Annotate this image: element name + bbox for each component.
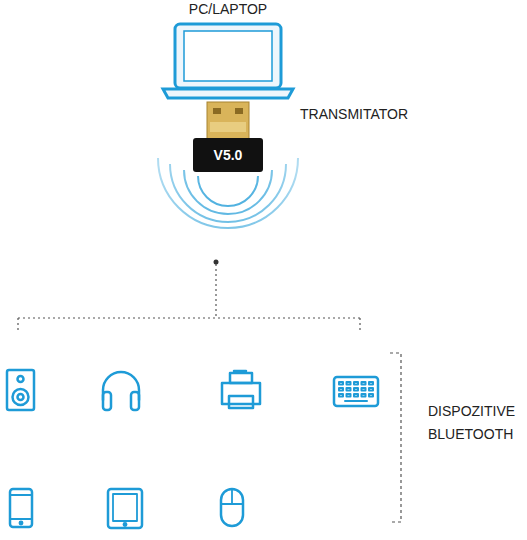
mouse-icon [221,489,243,526]
usb-contact [213,108,221,114]
dotted-line [215,264,216,318]
laptop-screen [175,24,281,88]
tablet-screen [113,494,137,521]
key [362,394,366,397]
speaker-icon [7,370,34,410]
tablet-icon [108,489,142,528]
key [369,388,373,391]
wave-arc [198,176,258,206]
key [339,388,343,391]
key [354,394,358,397]
transmitter-label: TRANSMITATOR [300,103,430,126]
tablet-button [124,523,126,525]
usb-contact [235,108,243,114]
laptop-base [163,89,293,98]
dotted-tree [18,264,360,333]
dotted-line [18,317,360,318]
category-label: DISPOZITIVE BLUETOOTH [428,400,526,446]
key [369,394,373,397]
spacebar [345,400,367,402]
key [369,382,373,385]
node-text: PC/LAPTOP [156,0,300,18]
tablet-body [108,489,142,528]
earcup [103,392,111,410]
mouse-body [221,489,243,526]
speaker-woofer [13,389,29,405]
junction-dot [214,260,219,265]
speaker-cone [18,394,24,400]
phone-bezel [10,495,32,519]
speaker-tweeter [18,376,24,382]
keyboard-icon [334,377,378,406]
headband [103,372,139,400]
key [362,382,366,385]
headphones-icon [103,372,139,410]
key [339,382,343,385]
key [347,394,351,397]
bracket [390,353,401,522]
phone-button [20,522,22,524]
node-text: V5.0 [193,138,263,172]
mouse-buttons [221,489,243,504]
key [339,394,343,397]
laptop-display [184,31,272,81]
earcup [131,392,139,410]
keyboard-body [334,377,378,406]
key [354,382,358,385]
wave-arc [184,170,272,214]
printer-icon [222,371,260,408]
usb-plug [207,102,249,140]
usb-dongle-body: V5.0 [193,138,263,172]
usb-shine [210,122,246,132]
laptop-icon [163,24,293,98]
printer-paper [230,373,252,383]
wave-arc [170,164,286,222]
phone-icon [10,489,32,527]
usb-connector [207,102,249,140]
device-icons [7,370,378,528]
printer-top [234,370,246,373]
dotted-line [18,318,360,333]
key [354,388,358,391]
speaker-body [7,370,34,410]
laptop-node: PC/LAPTOP [156,0,300,100]
key [347,382,351,385]
printer-output [229,396,253,408]
phone-body [10,489,32,527]
key [347,388,351,391]
printer-body [222,383,260,404]
keyboard-keys [339,382,373,401]
key [362,388,366,391]
